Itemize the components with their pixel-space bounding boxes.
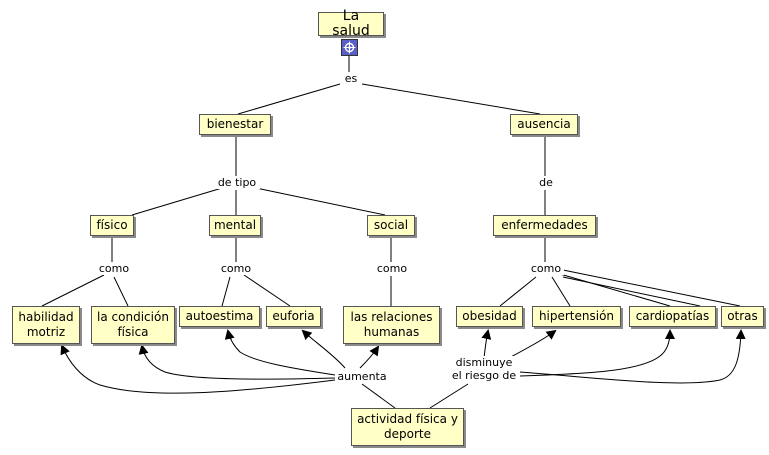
link-actividad-aumenta (361, 383, 396, 409)
arrow-disminuye-cardiopatias (519, 329, 675, 377)
concept-ausencia[interactable]: ausencia (510, 114, 578, 135)
concept-bienestar[interactable]: bienestar (199, 114, 271, 135)
concept-otras[interactable]: otras (721, 306, 764, 327)
arrow-aumenta-habilidad (60, 344, 336, 394)
link-label-como-mental[interactable]: como (218, 262, 254, 275)
concept-autoestima[interactable]: autoestima (179, 306, 260, 327)
concept-euforia[interactable]: euforia (266, 306, 321, 327)
arrow-aumenta-relaciones (359, 345, 380, 369)
arrow-aumenta-euforia (301, 329, 346, 369)
link-como-cardiopatias (559, 273, 671, 307)
concept-actividad-fisica[interactable]: actividad física y deporte (351, 408, 464, 446)
link-es-ausencia (361, 83, 541, 115)
link-label-de-tipo[interactable]: de tipo (214, 176, 260, 189)
concept-enfermedades[interactable]: enfermedades (493, 215, 596, 236)
link-label-disminuye[interactable]: disminuye el riesgo de (448, 356, 520, 382)
link-como-hipertension (551, 276, 571, 307)
link-detipo-social (255, 187, 386, 216)
concept-habilidad-motriz[interactable]: habilidad motriz (12, 306, 80, 344)
concept-hipertension[interactable]: hipertensión (532, 306, 621, 327)
concept-mental[interactable]: mental (209, 215, 261, 236)
link-label-de[interactable]: de (535, 176, 557, 189)
link-como-otras-2 (562, 276, 701, 307)
arrow-disminuye-otras (519, 329, 746, 384)
concept-condicion-fisica[interactable]: la condición física (91, 306, 175, 344)
root-concept[interactable]: La salud (318, 9, 384, 39)
link-como-condicion (113, 276, 129, 307)
arrow-aumenta-autoestima (224, 329, 336, 376)
concept-cardiopatias[interactable]: cardiopatías (629, 306, 716, 327)
link-es-bienestar (237, 83, 341, 115)
arrow-aumenta-condicion (138, 344, 336, 380)
link-como-otras (562, 269, 741, 307)
arrow-disminuye-obesidad (481, 329, 492, 359)
submap-link-icon[interactable] (341, 39, 358, 56)
link-como-autoestima (221, 276, 231, 307)
link-label-como-enfermedades[interactable]: como (528, 262, 564, 275)
link-como-euforia (243, 274, 291, 307)
link-detipo-fisico (131, 187, 223, 216)
link-como-obesidad (499, 276, 537, 307)
link-label-aumenta[interactable]: aumenta (335, 370, 389, 383)
link-label-es[interactable]: es (341, 72, 361, 85)
concept-relaciones-humanas[interactable]: las relaciones humanas (343, 306, 440, 344)
concept-social[interactable]: social (367, 215, 415, 236)
link-como-habilidad (41, 274, 105, 307)
link-actividad-disminuye (429, 383, 469, 409)
concept-fisico[interactable]: físico (90, 215, 134, 236)
link-label-como-fisico[interactable]: como (96, 262, 132, 275)
concept-obesidad[interactable]: obesidad (456, 306, 523, 327)
link-label-como-social[interactable]: como (374, 262, 410, 275)
